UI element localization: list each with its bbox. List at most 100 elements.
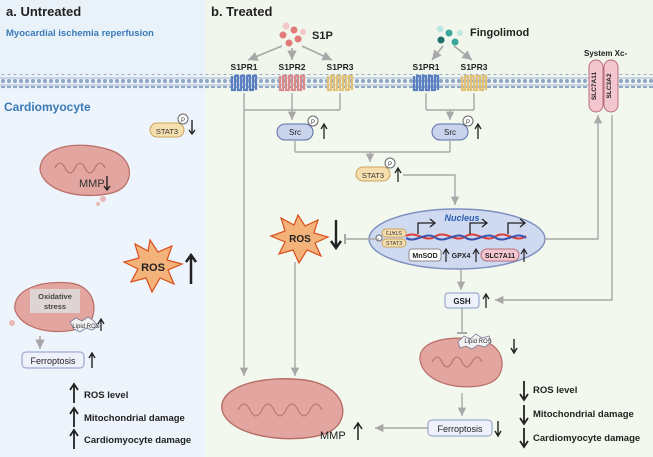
mnsod-up-arrow [442,247,450,262]
panel-b-outcome-down-arrow-2 [519,405,529,426]
receptor-s1pr2-left-icon [278,74,306,92]
panel-b-mitochondrion-lipid [419,337,503,388]
panel-b-lipid-ros-burst [457,333,492,350]
panel-a-outcome-up-arrow-3 [69,428,79,449]
panel-b-ferroptosis-down-arrow [494,421,502,438]
receptor-label-s1pr2-left: S1PR2 [279,62,306,72]
mnsod-label: MnSOD [412,253,437,260]
dna-strand-1 [405,233,527,240]
panel-a-ferroptosis-up-arrow [88,351,96,368]
system-xc-to-gsh-arrow [495,115,613,305]
transcription-arrow-1 [417,218,437,234]
dimer-phospho-icon [375,234,383,242]
s1p-molecules-icon [279,22,306,47]
nucleus-label: Nucleus [444,213,479,223]
panel-a-phospho-icon [177,113,189,125]
panel-a-cell-area [0,90,205,457]
src-right-phospho-icon [462,115,474,127]
s1p-label: S1P [312,30,333,42]
panel-b-heading: b. Treated [211,4,272,19]
panel-a-mmp-down-arrow [103,176,111,192]
slc7a11-up-arrow [520,247,528,262]
dimer-stat3-bottom-pill [381,238,407,248]
receptor-s1pr3-left-icon [326,74,354,92]
panel-a-cell-label: Cardiomyocyte [4,100,91,114]
panel-b-ros-label: ROS [289,234,311,245]
receptor-label-s1pr3-left: S1PR3 [327,62,354,72]
gsh-label: GSH [453,297,471,306]
panel-b-outcome-down-arrow-3 [519,428,529,449]
src-left-phospho-label: P [311,120,315,126]
panel-a-subtitle: Myocardial ischemia reperfusion [6,28,154,39]
dimer-stat3-top-label: STAT3 [386,229,402,235]
panel-b-stat3-pill [355,166,391,182]
panel-b-ros-down-arrow [330,220,342,251]
panel-b-outcome-2: Mitochondrial damage [533,409,634,420]
src-left-label: Src [289,128,301,137]
src-right-label: Src [444,128,456,137]
panel-a-outcome-1: ROS level [84,390,128,401]
receptor-s1pr1-right-icon [412,74,440,92]
panel-a-lipid-ros-burst [69,316,99,333]
transcription-arrow-3 [507,218,527,234]
receptor-s1pr1-left-icon [230,74,258,92]
dimer-stat3-top-pill [381,228,407,238]
panel-a-heading: a. Untreated [6,4,81,19]
dimer-stat3-bottom-label: STAT3 [386,241,402,247]
panel-b-mitochondrion-mmp [221,378,344,440]
system-xc-label: System Xc- [584,49,627,58]
panel-b-mmp-up-arrow [353,421,363,440]
panel-b-stat3-phospho-icon [384,157,396,169]
panel-b-outcome-down-arrow-1 [519,381,529,402]
panel-a-oxidative-stress-line1: Oxidative [38,292,72,301]
panel-a-mmp-label: MMP [79,178,105,190]
panel-a-stat3-label: STAT3 [156,127,178,136]
panel-a-lipid-ros-label: Lipid ROS [72,324,99,330]
gpx4-label: GPX4 [452,253,471,260]
panel-a-outcome-3: Cardiomyocyte damage [84,435,191,446]
gsh-up-arrow [482,292,490,308]
panel-b-outcomes: ROS level Mitochondrial damage Cardiomyo… [519,381,640,449]
panel-b-outcome-3: Cardiomyocyte damage [533,433,640,444]
receptor-label-s1pr1-right: S1PR1 [413,62,440,72]
panel-a-ros-label: ROS [141,262,165,274]
slc7a11-transporter [588,59,604,113]
panel-a-outcome-up-arrow-1 [69,382,79,403]
fingolimod-label: Fingolimod [470,27,529,39]
src-left-up-arrow [320,122,328,139]
src-left-phospho-icon [307,115,319,127]
receptor-s1pr3-right-icon [460,74,488,92]
panel-a-stat3-pill [149,122,185,138]
src-right-phospho-label: P [466,120,470,126]
panel-a-ferroptosis-label: Ferroptosis [30,356,76,366]
panel-a-lipid-ros-up-arrow [97,317,105,331]
panel-b-stat3-phospho-label: P [388,162,392,168]
panel-b-outcome-1: ROS level [533,385,577,396]
fingolimod-to-s1pr1-arrow [431,45,444,61]
panel-a-oxidative-stress-box [30,289,80,313]
panel-a-stat3-down-arrow [188,120,196,136]
fingolimod-molecules-icon [436,25,463,46]
panel-b-stat3-up-arrow [394,166,402,182]
panel-b-lipid-ros-label: Lipid ROS [464,339,491,345]
transcription-arrow-2 [469,218,489,234]
panel-a-outcome-2: Mitochondrial damage [84,413,185,424]
s1p-to-s1pr1-arrow [247,45,283,61]
stat3-to-nucleus-arrow [403,174,460,205]
fingolimod-to-s1pr3-arrow [453,45,473,61]
receptor-label-s1pr1-left: S1PR1 [231,62,258,72]
panel-a-ros-up-arrow [184,252,198,284]
panel-a-outcome-up-arrow-2 [69,406,79,427]
dna-strand-2 [405,234,527,241]
panel-a-ferroptosis-box [21,351,85,369]
panel-b-ros-burst [269,213,330,265]
slc3a2-transporter [603,59,619,113]
nucleus-to-system-xc-arrow [545,115,603,240]
panel-a-oxidative-stress-line2: stress [44,302,66,311]
src-right-up-arrow [474,122,482,139]
panel-a-ros-burst [122,238,184,294]
slc7a11-gene-pill [480,248,520,262]
panel-b-lipid-ros-down-arrow [510,339,518,355]
